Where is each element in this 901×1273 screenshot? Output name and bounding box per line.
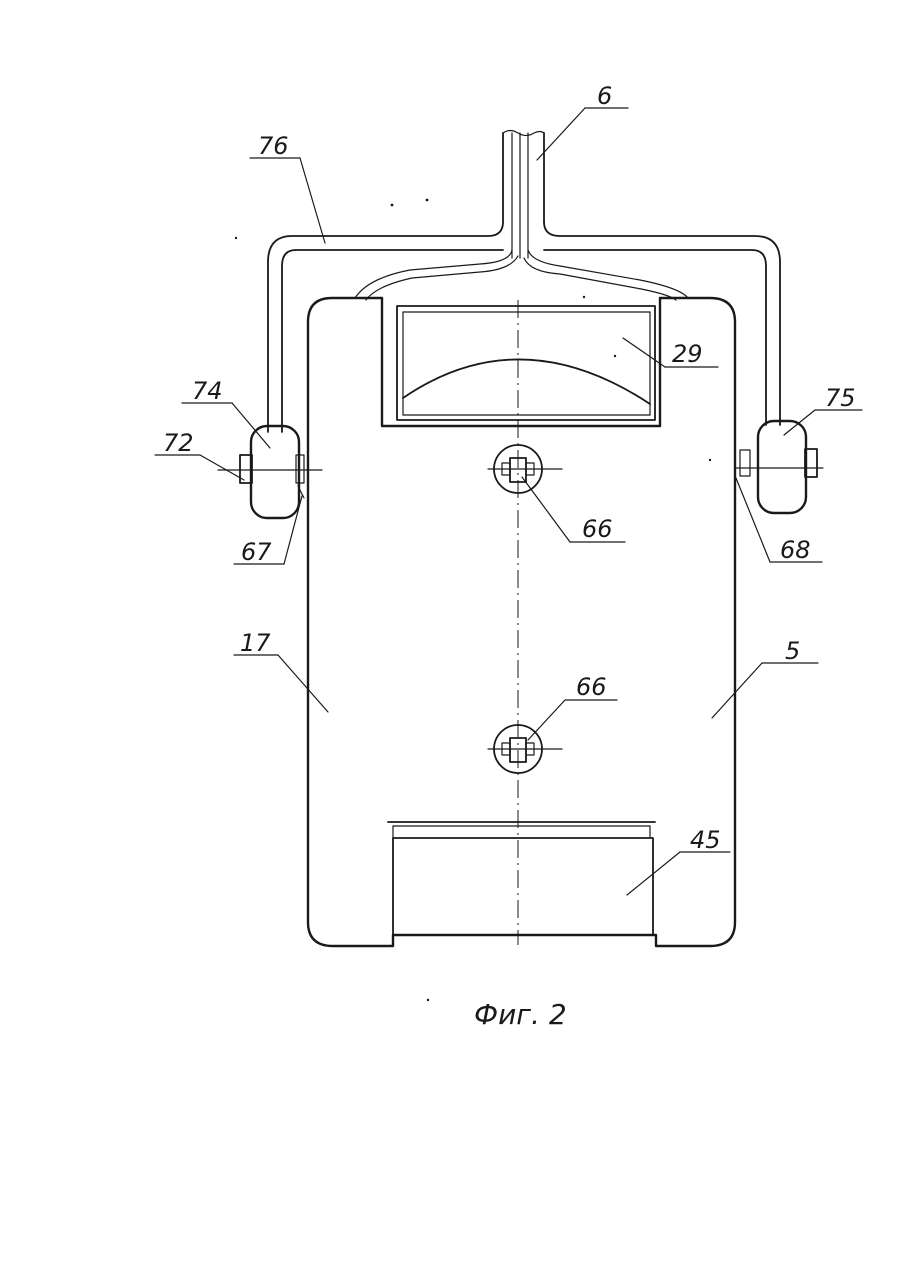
scan-speck <box>583 296 585 298</box>
label-6: 6 <box>597 82 612 110</box>
roller-74 <box>218 426 322 518</box>
yoke-76 <box>268 222 780 432</box>
scan-speck <box>427 999 429 1001</box>
label-5: 5 <box>785 637 800 665</box>
figure-caption: Фиг. 2 <box>474 998 567 1031</box>
scan-speck <box>426 199 429 202</box>
label-72: 72 <box>163 429 194 457</box>
label-68: 68 <box>780 536 811 564</box>
pivot-66-upper <box>488 445 562 493</box>
pivot-66-lower <box>488 725 562 773</box>
part-45 <box>388 822 655 935</box>
label-67: 67 <box>241 538 272 566</box>
label-17: 17 <box>240 629 271 657</box>
label-29: 29 <box>672 340 703 368</box>
scan-speck <box>235 237 237 239</box>
label-66-upper: 66 <box>582 515 613 543</box>
label-75: 75 <box>825 384 856 412</box>
leaders <box>155 108 862 895</box>
label-76: 76 <box>258 132 289 160</box>
scan-speck <box>709 459 711 461</box>
roller-75 <box>735 421 823 513</box>
label-45: 45 <box>690 826 721 854</box>
label-74: 74 <box>192 377 223 405</box>
label-66-lower: 66 <box>576 673 607 701</box>
inner-cables <box>355 250 688 300</box>
scan-speck <box>614 355 616 357</box>
cable-6 <box>503 131 544 259</box>
block-body <box>308 298 735 946</box>
scan-speck <box>391 204 394 207</box>
part-29 <box>397 306 655 420</box>
